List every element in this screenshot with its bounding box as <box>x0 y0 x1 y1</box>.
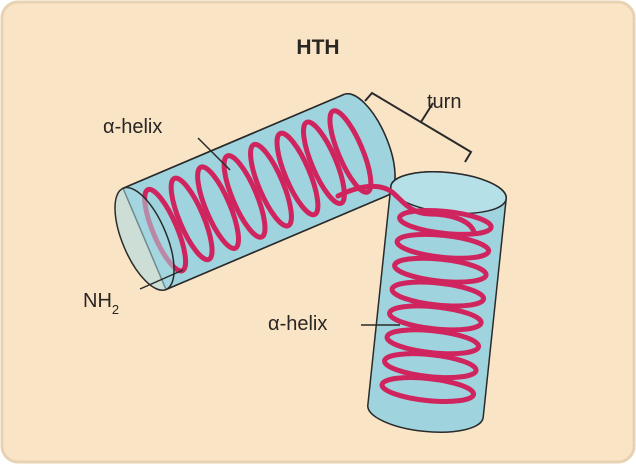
diagram-title: HTH <box>296 36 339 59</box>
helix-label-2: α-helix <box>268 313 327 335</box>
helix-label-1: α-helix <box>103 116 162 138</box>
turn-label: turn <box>427 91 461 113</box>
